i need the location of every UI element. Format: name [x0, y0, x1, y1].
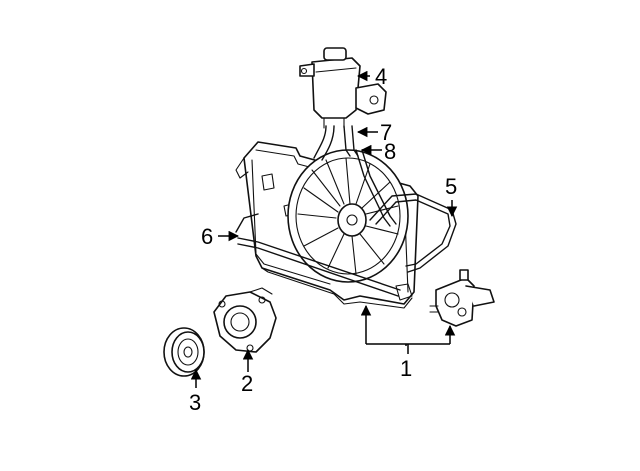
cooler-lines: [235, 193, 457, 301]
power-steering-pump: [213, 287, 277, 353]
callout-1: 1: [400, 356, 412, 381]
callout-6: 6: [201, 224, 213, 249]
leader-lines: [190, 70, 458, 388]
callout-7: 7: [380, 120, 392, 145]
reservoir: [299, 47, 387, 129]
pump-assembly-right: [429, 269, 495, 327]
callout-labels: 1 2 3 4 5 6 7 8: [189, 64, 457, 415]
callout-8: 8: [384, 139, 396, 164]
callout-5: 5: [445, 174, 457, 199]
callout-2: 2: [241, 371, 253, 396]
callout-3: 3: [189, 390, 201, 415]
pump-pulley: [163, 327, 205, 377]
cooling-fan: [287, 149, 409, 283]
callout-4: 4: [375, 64, 387, 89]
reservoir-hoses: [313, 125, 397, 227]
